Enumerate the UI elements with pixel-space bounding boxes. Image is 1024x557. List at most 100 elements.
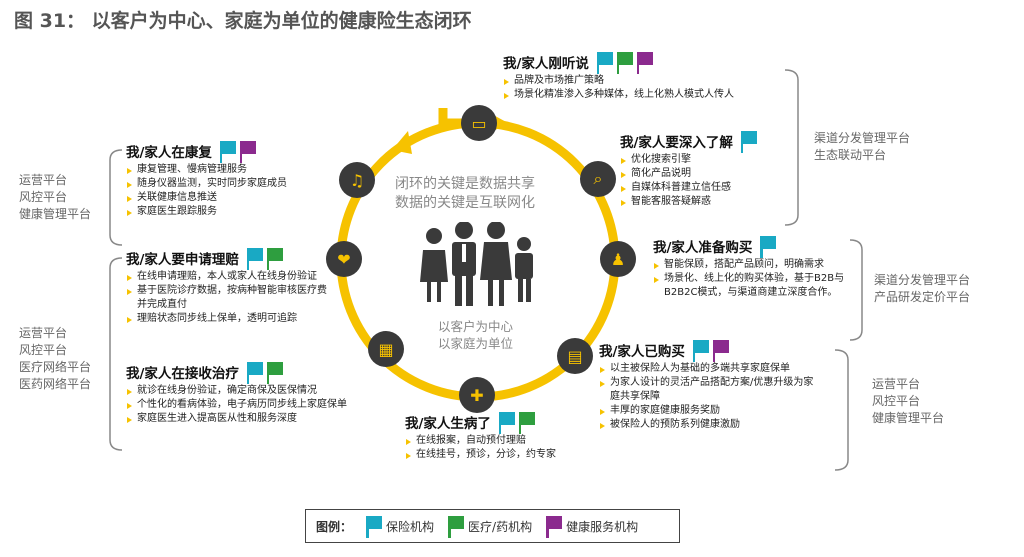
legend-item-insurance: 保险机构: [366, 516, 435, 538]
family-icon: [420, 222, 533, 306]
node-bought-icon: ▤: [557, 338, 593, 374]
stage-learn-flags: [740, 131, 757, 153]
medical-flag-icon: [266, 362, 283, 384]
platform-label: 运营平台: [19, 173, 68, 187]
side-left-top: 运营平台风控平台健康管理平台: [19, 172, 91, 223]
node-claim-icon: ❤: [326, 241, 362, 277]
insurance-flag-icon: [740, 131, 757, 153]
stage-buy: 我/家人准备购买 智能保顾，搭配产品顾问，明确需求场景化、线上化的购买体验，基于…: [653, 236, 851, 300]
stage-heard-title: 我/家人刚听说: [503, 56, 589, 72]
legend-item-health-service: 健康服务机构: [546, 516, 639, 538]
side-right-bot: 运营平台风控平台健康管理平台: [872, 376, 944, 427]
stage-buy-list: 智能保顾，搭配产品顾问，明确需求场景化、线上化的购买体验，基于B2B与B2B2C…: [653, 258, 851, 300]
platform-label: 风控平台: [19, 190, 68, 204]
bullet-item: 家庭医生跟踪服务: [126, 205, 336, 219]
side-right-mid: 渠道分发管理平台产品研发定价平台: [874, 272, 970, 306]
legend-item-label: 保险机构: [386, 519, 435, 534]
bullet-item: 场景化精准渗入多种媒体，线上化熟人模式人传人: [503, 88, 793, 102]
stage-treat-title: 我/家人在接收治疗: [126, 366, 239, 382]
bullet-item: 随身仪器监测，实时同步家庭成员: [126, 177, 336, 191]
stage-heard-flags: [596, 52, 653, 74]
bullet-item: 在线申请理赔，本人或家人在线身份验证: [126, 270, 332, 284]
stage-buy-flags: [760, 236, 777, 258]
figure-title: 图 31： 以客户为中心、家庭为单位的健康险生态闭环: [14, 10, 472, 32]
side-left-bot: 运营平台风控平台医疗网络平台医药网络平台: [19, 325, 91, 393]
stage-recover-title: 我/家人在康复: [126, 145, 212, 161]
platform-label: 风控平台: [872, 394, 921, 408]
bullet-item: 就诊在线身份验证，确定商保及医保情况: [126, 384, 362, 398]
bullet-item: 自媒体科普建立信任感: [620, 181, 790, 195]
legend-item-medical: 医疗/药机构: [448, 516, 533, 538]
center-top-text: 闭环的关键是数据共享 数据的关键是互联网化: [395, 176, 535, 211]
side-right-top: 渠道分发管理平台生态联动平台: [814, 130, 910, 164]
bullet-item: 优化搜索引擎: [620, 153, 790, 167]
bullet-item: 被保险人的预防系列健康激励: [599, 418, 821, 432]
legend: 图例： 保险机构 医疗/药机构 健康服务机构: [305, 509, 680, 543]
medical-flag-icon: [518, 412, 535, 434]
stage-recover-list: 康复管理、慢病管理服务随身仪器监测，实时同步家庭成员关联健康信息推送家庭医生跟踪…: [126, 163, 336, 219]
platform-label: 运营平台: [872, 377, 921, 391]
stage-bought: 我/家人已购买 以主被保险人为基础的多端共享家庭保单为家人设计的灵活产品搭配方案…: [599, 340, 821, 432]
bullet-item: 在线报案，自动预付理赔: [405, 434, 625, 448]
bullet-item: 家庭医生进入提高医从性和服务深度: [126, 412, 362, 426]
stage-heard-list: 品牌及市场推广策略场景化精准渗入多种媒体，线上化熟人模式人传人: [503, 74, 793, 102]
stage-sick-flags: [498, 412, 535, 434]
node-sick-icon: ✚: [459, 377, 495, 413]
medical-flag-icon: [266, 248, 283, 270]
insurance-flag-icon: [498, 412, 515, 434]
platform-label: 医疗网络平台: [19, 360, 92, 374]
stage-sick: 我/家人生病了 在线报案，自动预付理赔在线挂号，预诊，分诊，约专家: [405, 412, 625, 462]
insurance-flag-icon: [596, 52, 613, 74]
center-bottom-text: 以客户为中心 以家庭为单位: [438, 319, 514, 351]
stage-bought-title: 我/家人已购买: [599, 344, 685, 360]
bullet-item: 基于医院诊疗数据，按病种智能审核医疗费并完成直付: [126, 284, 332, 312]
node-learn-icon: ⌕: [580, 161, 616, 197]
stage-sick-title: 我/家人生病了: [405, 416, 491, 432]
platform-label: 风控平台: [19, 343, 68, 357]
stage-claim-title: 我/家人要申请理赔: [126, 252, 239, 268]
stage-recover-flags: [219, 141, 256, 163]
health-service-flag-icon: [546, 516, 563, 538]
stage-sick-list: 在线报案，自动预付理赔在线挂号，预诊，分诊，约专家: [405, 434, 625, 462]
bullet-item: 个性化的看病体验，电子病历同步线上家庭保单: [126, 398, 362, 412]
platform-label: 渠道分发管理平台: [874, 273, 971, 287]
stage-bought-list: 以主被保险人为基础的多端共享家庭保单为家人设计的灵活产品搭配方案/优惠升级为家庭…: [599, 362, 821, 432]
cycle-end-arrow: [392, 131, 412, 154]
stage-claim: 我/家人要申请理赔 在线申请理赔，本人或家人在线身份验证基于医院诊疗数据，按病种…: [126, 248, 332, 326]
platform-label: 生态联动平台: [814, 148, 887, 162]
stage-bought-flags: [692, 340, 729, 362]
platform-label: 产品研发定价平台: [874, 290, 971, 304]
node-recover-icon: ♫: [339, 162, 375, 198]
bullet-item: 康复管理、慢病管理服务: [126, 163, 336, 177]
platform-label: 健康管理平台: [19, 207, 92, 221]
stage-claim-list: 在线申请理赔，本人或家人在线身份验证基于医院诊疗数据，按病种智能审核医疗费并完成…: [126, 270, 332, 326]
bullet-item: 智能保顾，搭配产品顾问，明确需求: [653, 258, 851, 272]
bullet-item: 品牌及市场推广策略: [503, 74, 793, 88]
platform-label: 渠道分发管理平台: [814, 131, 911, 145]
bullet-item: 关联健康信息推送: [126, 191, 336, 205]
bullet-item: 简化产品说明: [620, 167, 790, 181]
legend-items: 保险机构 医疗/药机构 健康服务机构: [352, 516, 639, 538]
legend-item-label: 健康服务机构: [566, 519, 639, 534]
platform-label: 健康管理平台: [872, 411, 945, 425]
legend-item-label: 医疗/药机构: [468, 519, 533, 534]
bullet-item: 在线挂号，预诊，分诊，约专家: [405, 448, 625, 462]
insurance-flag-icon: [760, 236, 777, 258]
bullet-item: 理赔状态同步线上保单，透明可追踪: [126, 312, 332, 326]
stage-treat: 我/家人在接收治疗 就诊在线身份验证，确定商保及医保情况个性化的看病体验，电子病…: [126, 362, 362, 426]
platform-label: 运营平台: [19, 326, 68, 340]
stage-claim-flags: [246, 248, 283, 270]
stage-treat-flags: [246, 362, 283, 384]
node-buy-icon: ♟: [600, 241, 636, 277]
platform-label: 医药网络平台: [19, 377, 92, 391]
bullet-item: 智能客服答疑解惑: [620, 195, 790, 209]
bullet-item: 以主被保险人为基础的多端共享家庭保单: [599, 362, 821, 376]
insurance-flag-icon: [219, 141, 236, 163]
insurance-flag-icon: [366, 516, 383, 538]
health-service-flag-icon: [712, 340, 729, 362]
legend-label: 图例：: [316, 519, 353, 534]
node-treat-icon: ▦: [368, 331, 404, 367]
health-service-flag-icon: [636, 52, 653, 74]
stage-learn: 我/家人要深入了解 优化搜索引擎简化产品说明自媒体科普建立信任感智能客服答疑解惑: [620, 131, 790, 209]
insurance-flag-icon: [246, 248, 263, 270]
